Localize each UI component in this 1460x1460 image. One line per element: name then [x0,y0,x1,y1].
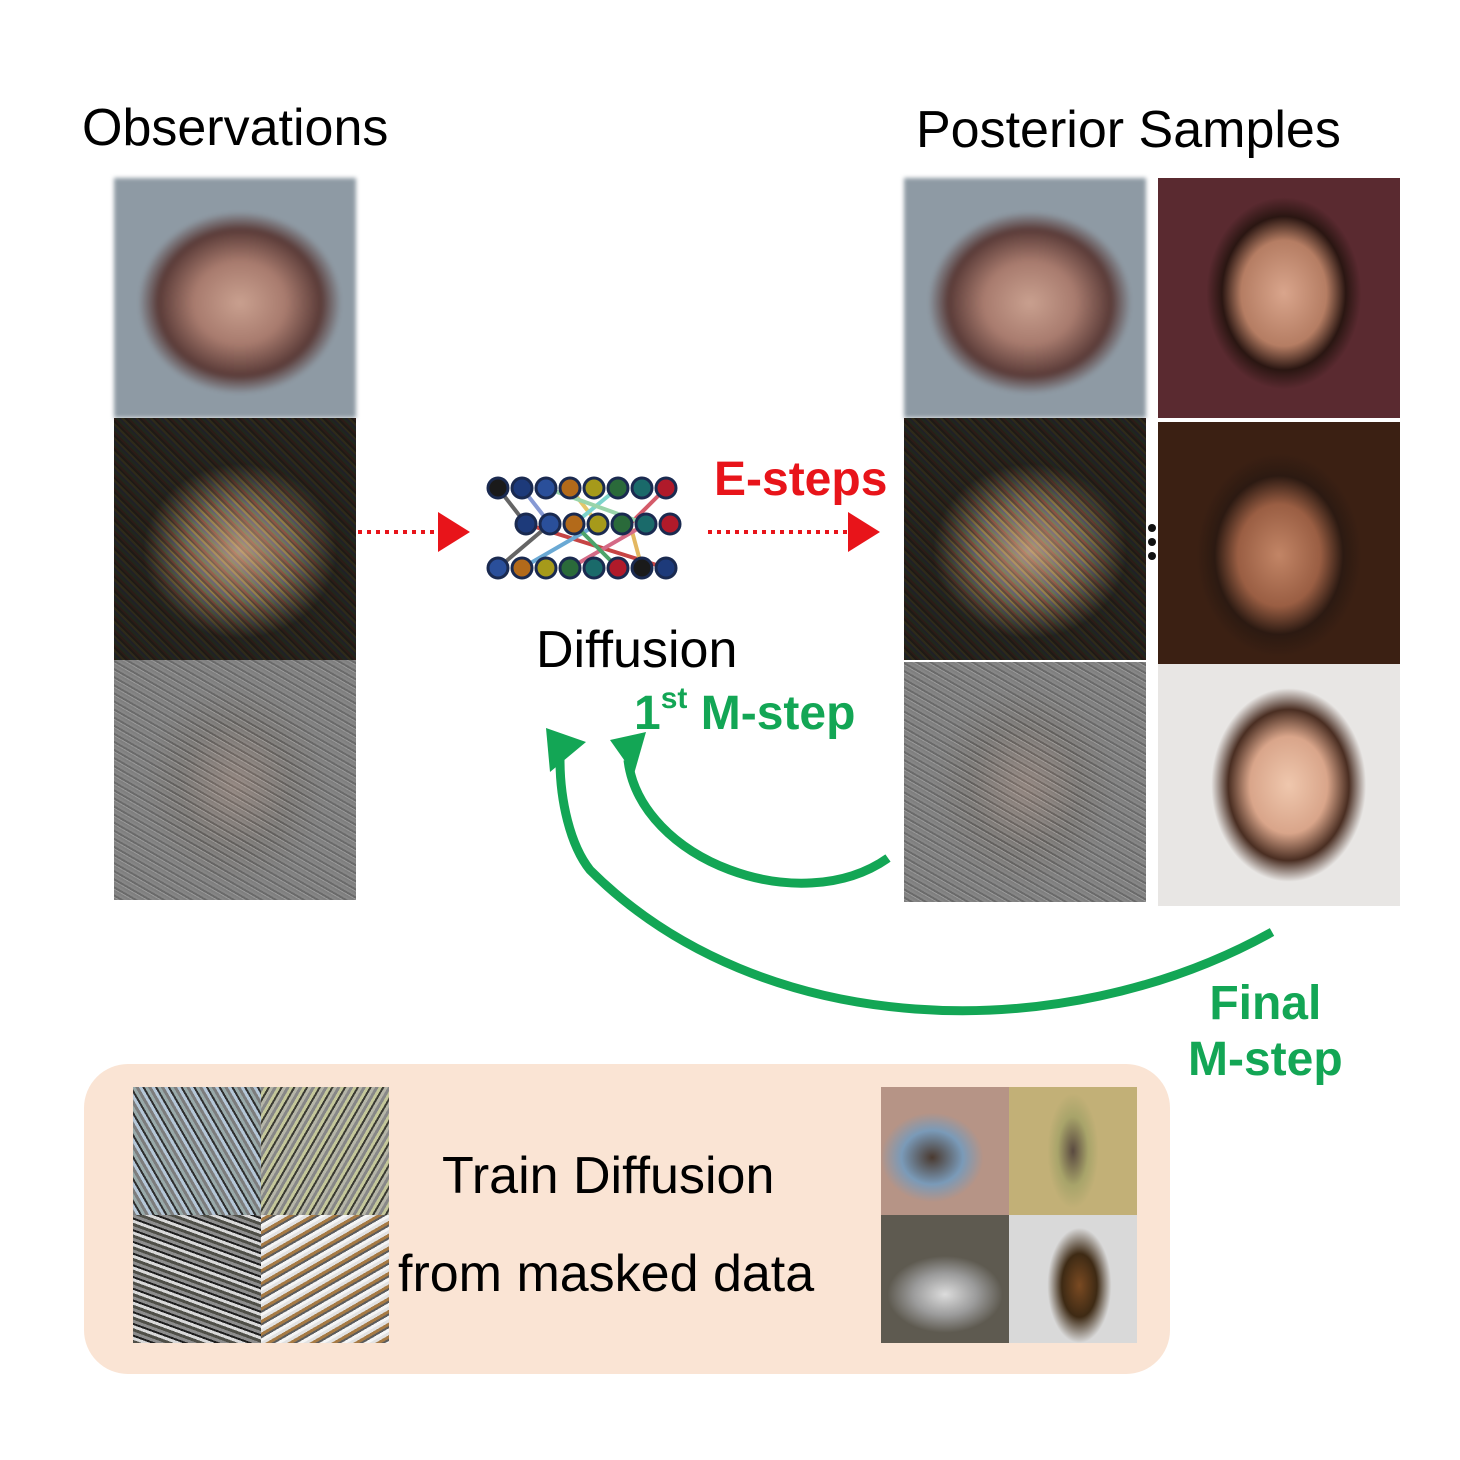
observations-title: Observations [82,99,389,157]
final-m-step-arrow [555,759,1275,1016]
posterior-clean-face-1 [1158,178,1400,418]
first-m-step-superscript: st [660,682,688,715]
network-node [630,556,654,580]
network-node [486,476,510,500]
final-m-step-arrowhead [546,728,586,772]
from-masked-data-label: from masked data [398,1245,815,1303]
masked-sample-3 [133,1215,261,1343]
network-node [586,512,610,536]
network-node [654,476,678,500]
network-node [558,476,582,500]
first-m-step-number: 1 [634,687,661,740]
posterior-clean-face-3 [1158,664,1400,906]
posterior-samples-title: Posterior Samples [916,101,1341,159]
network-node [654,556,678,580]
train-diffusion-label: Train Diffusion [442,1147,775,1205]
first-m-step-label: 1st M-step [634,682,856,741]
e-steps-label: E-steps [714,453,888,506]
final-m-step-label: Final M-step [1188,976,1343,1088]
masked-sample-1 [133,1087,261,1215]
network-node [558,556,582,580]
posterior-masked-image [904,662,1146,902]
posterior-noisy-image [904,418,1146,660]
network-node [610,512,634,536]
generated-sample-1 [881,1087,1009,1215]
generated-sample-2 [1009,1087,1137,1215]
generated-sample-3 [881,1215,1009,1343]
network-node [658,512,682,536]
network-node [634,512,658,536]
network-node [606,556,630,580]
first-m-step-arrowhead [610,732,646,774]
posterior-clean-face-2 [1158,422,1400,664]
network-node [486,556,510,580]
ellipsis-icon [1148,524,1156,560]
network-node [510,556,534,580]
network-node [582,476,606,500]
network-node [534,476,558,500]
observation-noisy-image [114,418,356,660]
network-node [630,476,654,500]
diffusion-label: Diffusion [536,621,738,679]
first-m-step-text: M-step [687,687,856,740]
neural-network-icon [486,476,682,580]
masked-sample-2 [261,1087,389,1215]
network-node [514,512,538,536]
network-node [538,512,562,536]
first-m-step-arrow [623,759,891,888]
final-m-step-line2: M-step [1188,1033,1343,1086]
network-node [534,556,558,580]
network-node [582,556,606,580]
masked-sample-4 [261,1215,389,1343]
observation-blurred-image [114,178,356,418]
network-node [562,512,586,536]
final-m-step-line1: Final [1209,977,1322,1030]
observation-masked-image [114,660,356,900]
network-node [606,476,630,500]
posterior-blurred-image [904,178,1146,418]
network-node [510,476,534,500]
generated-sample-4 [1009,1215,1137,1343]
